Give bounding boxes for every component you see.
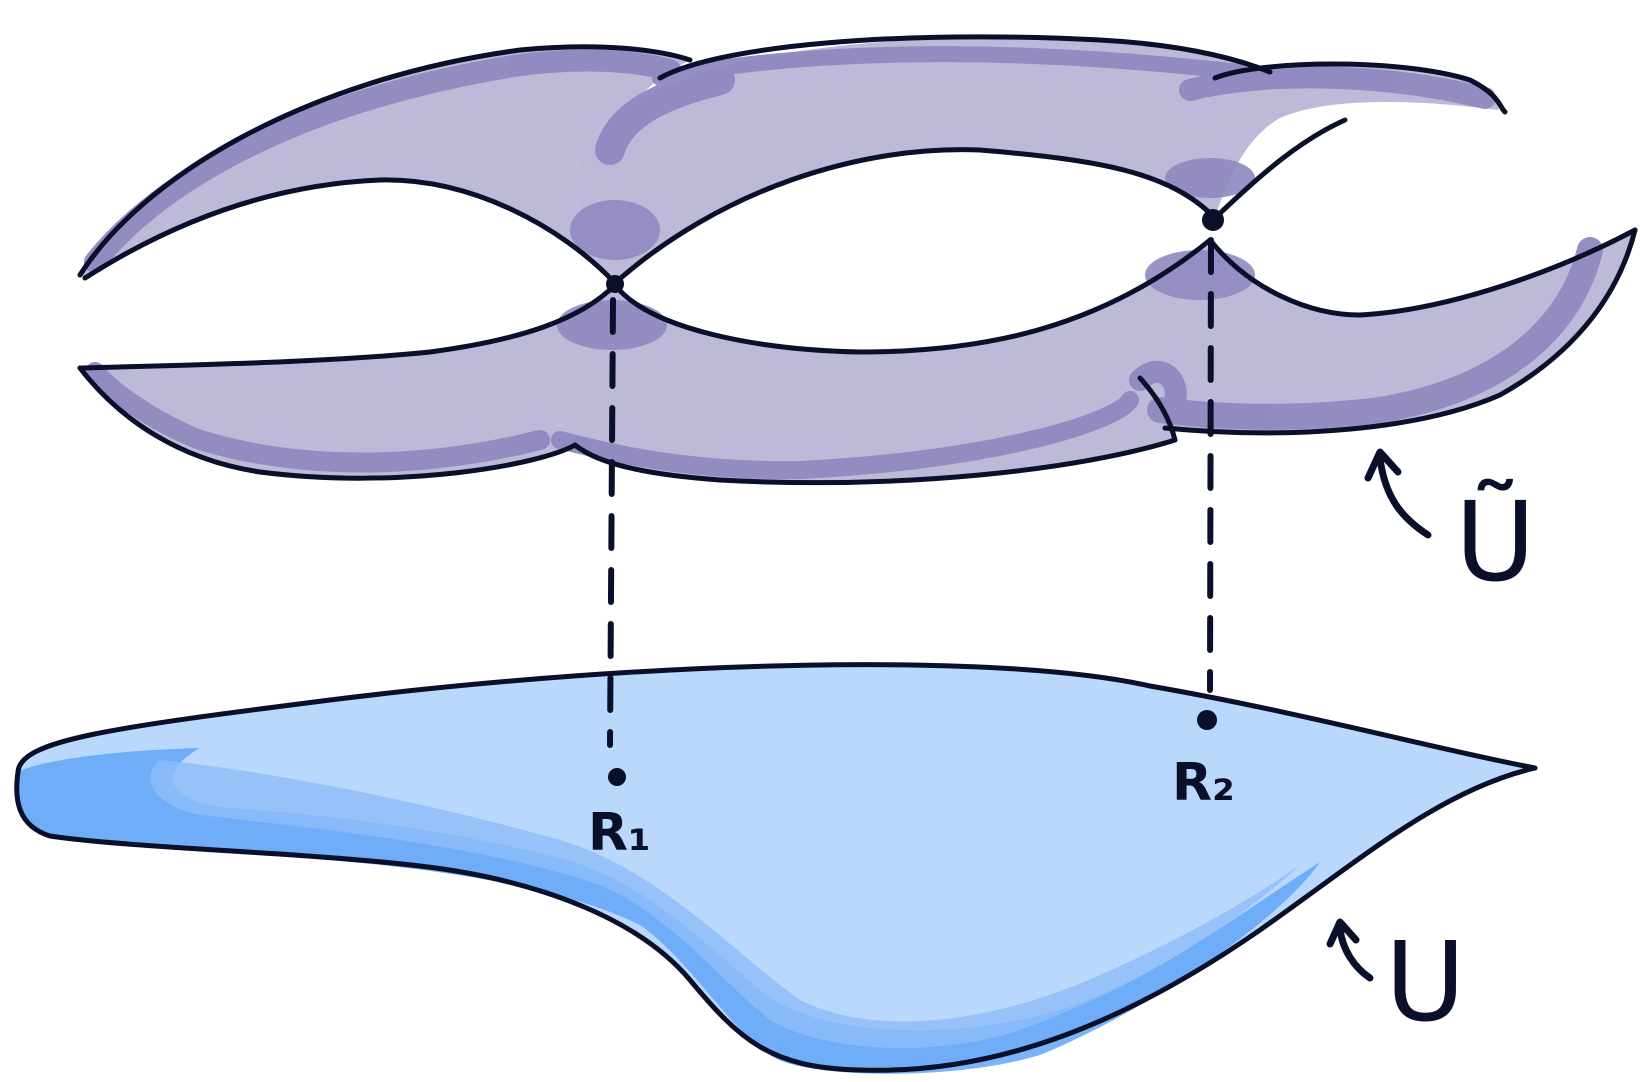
label-point-2: R₂	[1172, 753, 1235, 813]
upper-band-top-right	[574, 37, 1499, 280]
curved-arrow-icon	[1376, 454, 1432, 539]
base-point-2	[1197, 710, 1217, 730]
arrow-head-icon	[1326, 918, 1360, 948]
label-point-1: R₁	[588, 803, 651, 863]
upper-band-bottom-left	[80, 240, 1210, 483]
upper-shading	[84, 46, 1603, 480]
curved-arrow-icon	[1336, 924, 1374, 982]
lower-region	[14, 662, 1538, 1074]
projection-line-1	[607, 297, 616, 748]
projection-line-2	[1207, 237, 1214, 693]
arrow-head-icon	[1364, 448, 1402, 482]
upper-covering	[77, 34, 1638, 486]
upper-outlines	[77, 34, 1638, 486]
base-point-1	[608, 768, 626, 786]
crossing-point-1	[606, 275, 624, 293]
crossing-point-2	[1202, 209, 1224, 231]
lower-region-outline	[14, 662, 1538, 1073]
upper-band-bottom-right	[1130, 230, 1635, 433]
label-upper-set: Ũ	[1455, 478, 1536, 606]
projection-lines	[607, 237, 1214, 748]
lower-region-midshade	[150, 760, 1301, 1049]
label-lower-set: U	[1385, 918, 1466, 1046]
